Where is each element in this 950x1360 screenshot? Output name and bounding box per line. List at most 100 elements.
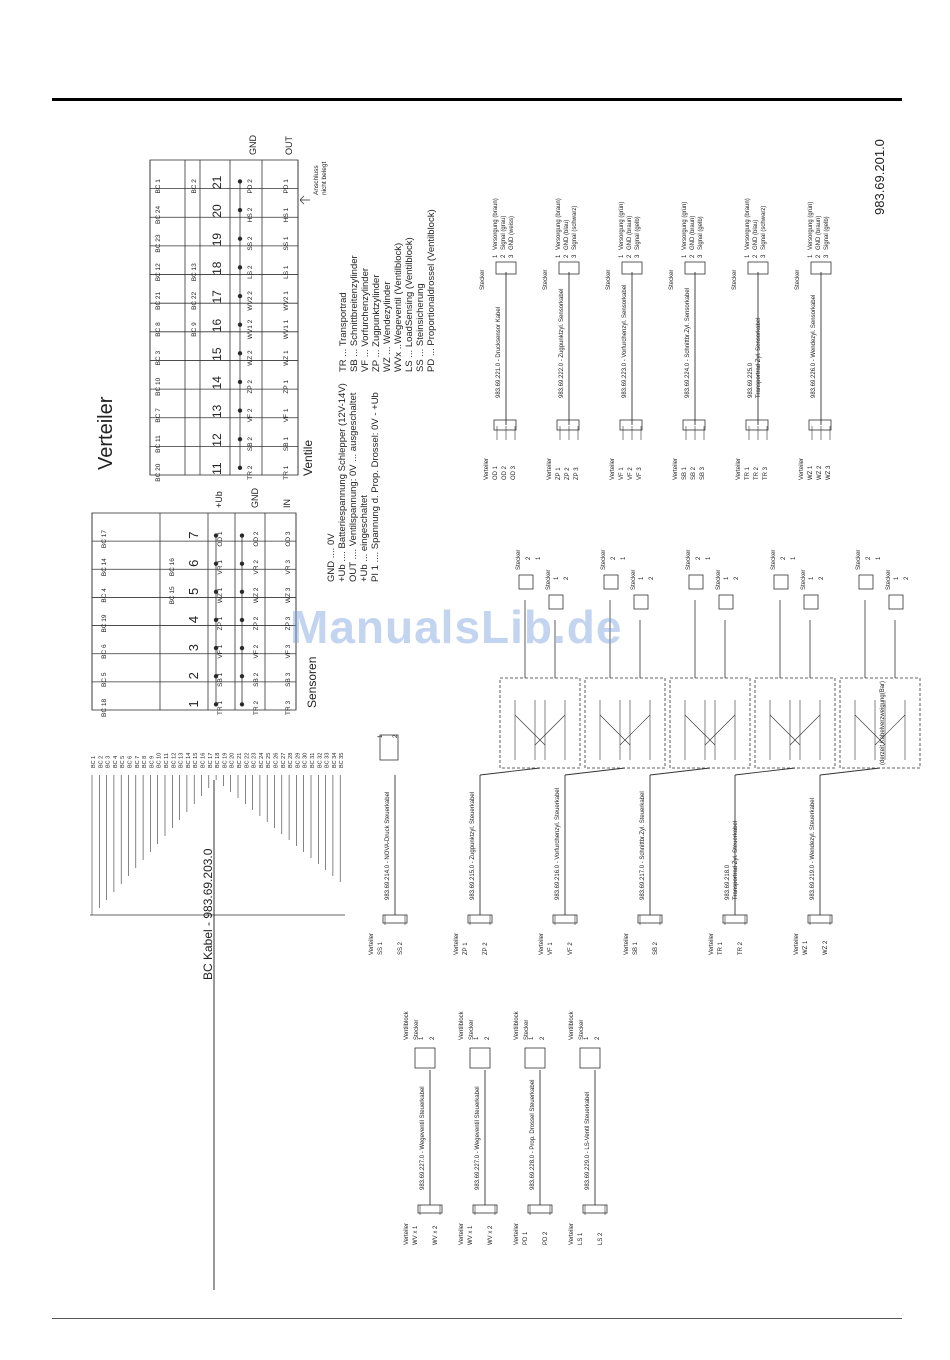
plug-pin: 1 (556, 254, 562, 258)
page-title: Verteiler (95, 396, 117, 470)
plug (858, 574, 874, 590)
valve-cable-pin: TR 1 (718, 941, 724, 955)
cable (734, 767, 796, 776)
plug-pin: 1 (706, 556, 712, 560)
sensor-pin-3: TR 3 (285, 701, 292, 715)
plug-pin: 1 (378, 734, 384, 738)
plug-pin: 1 (791, 556, 797, 560)
sensor-number: 2 (186, 672, 201, 679)
valve-bc-top: BC 1 (155, 179, 162, 194)
valve-pin-2: SS 2 (247, 236, 254, 250)
plug-pin: 2 (564, 254, 570, 258)
plug (379, 734, 399, 761)
valve-cable-label: 983.69.219.0 - Wendezyl. Steuerkabel (810, 798, 816, 900)
plug-pin: 2 (485, 1036, 491, 1040)
sensor-pin-3: WZ 3 (285, 587, 292, 603)
connector (808, 419, 832, 431)
plug-pin: 1 (894, 576, 900, 580)
valve-number: 13 (210, 404, 224, 418)
bc-pin-label: BC 6 (128, 756, 134, 768)
bc-pin-label: BC 16 (201, 753, 207, 768)
verteiler-word: Verteiler (514, 1223, 520, 1245)
sensor-cable-label: 983.69.226.0 - Wendezyl. Sensorkabel (811, 295, 817, 398)
verteiler-word: Verteiler (709, 933, 715, 955)
sensor-cable-pin: SB 1 (682, 466, 688, 480)
arrow (299, 195, 305, 201)
anschluss-note: Anschluss (313, 165, 320, 195)
sensor-cable-label: 983.69.221.0 - Drucksensor Kabel (496, 307, 502, 398)
bc-pin-label: BC 34 (332, 753, 338, 768)
connector (472, 1204, 498, 1214)
sensor-bc-top: BC 4 (101, 588, 108, 603)
stecker-word: Stecker (669, 270, 675, 290)
verteiler-word: Verteiler (794, 933, 800, 955)
sensor-bc-mid: BC 15 (169, 586, 176, 604)
signal-label: Versorgung (grün) (619, 202, 625, 250)
plug (773, 574, 789, 590)
bc-pin-label: BC 12 (171, 753, 177, 768)
sensor-pin-1: TR 1 (217, 701, 224, 715)
legend-right-item: PD ... Proportionaldrossel (Ventilblock) (426, 209, 437, 372)
signal-label: Signal (gelb) (698, 216, 704, 250)
legend-left-item: PI 1 .... Spannung d. Prop. Drossel: 0V … (370, 392, 381, 582)
connector (637, 914, 663, 924)
signal-label: GND (braun) (690, 216, 696, 250)
valve-bc-top: BC 7 (155, 408, 162, 423)
signal-label: Signal (gelb) (635, 216, 641, 250)
sensor-pin-1: WZ 1 (217, 587, 224, 603)
plug (621, 261, 643, 275)
legend-right-item: TR ... Transportrad (338, 292, 349, 372)
jb-wire (789, 714, 821, 746)
plug (603, 574, 619, 590)
valve-bc-mid: BC 13 (191, 263, 198, 281)
plug (633, 594, 649, 610)
bc-pin-label: BC 3 (106, 756, 112, 768)
sensor-cable-pin: OD 1 (493, 465, 499, 480)
connector (807, 914, 833, 924)
plug-pin: 1 (639, 576, 645, 580)
valve-cable-label: 983.69.216.0 - Vorfurchenzyl. Steuerkabe… (555, 788, 561, 900)
jb-wire (704, 714, 736, 746)
stecker-word: Stecker (686, 550, 692, 570)
valve-bc-mid: BC 22 (191, 291, 198, 309)
valve-cable-pin: ZP 2 (483, 942, 489, 955)
valve-pin-2: WV2 2 (247, 291, 254, 311)
stecker-word: Stecker (716, 570, 722, 590)
legend-right-item: WVx ..Wegeventil (Ventilblock) (393, 243, 404, 372)
sensor-bc-top: BC 17 (101, 530, 108, 548)
doc-number: 983.69.201.0 (872, 139, 887, 215)
plug-pin: 2 (540, 1036, 546, 1040)
bc-pin-label: BC 21 (237, 753, 243, 768)
bc-pin-label: BC 26 (274, 753, 280, 768)
sensor-cable-pin: TR 2 (754, 466, 760, 480)
valve-pin-1: ZP 1 (283, 380, 290, 394)
valve-cable-label: 983.69.218.0 (725, 864, 731, 900)
stecker-word: Stecker (414, 1020, 420, 1040)
plug (684, 261, 706, 275)
valve-bc-mid: BC 9 (191, 322, 198, 337)
sensor-cable-pin: OD 3 (511, 465, 517, 480)
verteiler-word: Verteiler (673, 458, 679, 480)
bc-pin-label: BC 5 (120, 756, 126, 768)
connector (619, 419, 643, 431)
verteiler-word: Verteiler (454, 933, 460, 955)
block-cable-pin: WV x 1 (468, 1225, 474, 1245)
valve-pin-2: WZ 2 (247, 350, 254, 366)
jb-wire (534, 714, 566, 746)
sensor-number: 5 (186, 588, 201, 595)
sensor-number: 4 (186, 616, 201, 623)
valve-pin-1: VF 1 (283, 408, 290, 422)
plug (518, 574, 534, 590)
plug-pin: 2 (753, 254, 759, 258)
sensor-number: 1 (186, 700, 201, 707)
plug (810, 261, 832, 275)
sensor-cable-pin: ZP 2 (565, 467, 571, 480)
bc-pin-label: BC 19 (222, 753, 228, 768)
sensor-cable-pin: SB 2 (691, 466, 697, 480)
bc-pin-label: BC 2 (98, 756, 104, 768)
sensor-cable-pin: VF 3 (637, 467, 643, 480)
bc-pin-label: BC 33 (325, 753, 331, 768)
bc-pin-label: BC 28 (288, 753, 294, 768)
plug (579, 1047, 601, 1069)
valve-side-gnd: GND (248, 135, 258, 156)
